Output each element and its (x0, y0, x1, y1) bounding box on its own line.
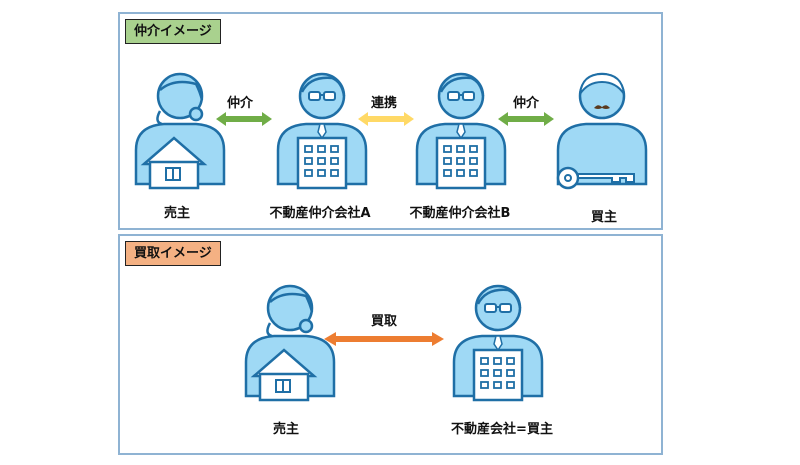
seller-figure-icon (134, 66, 226, 190)
green-double-arrow-icon (498, 112, 554, 126)
cooperation-arrow-label: 連携 (370, 96, 398, 111)
orange-double-arrow-icon (324, 332, 444, 346)
agency-a-label: 不動産仲介会社A (269, 206, 371, 221)
brokerage-arrow-right-label: 仲介 (512, 96, 540, 111)
buyer-label: 買主 (590, 210, 618, 225)
seller-figure-icon (244, 278, 336, 402)
brokerage-arrow-left-label: 仲介 (226, 96, 254, 111)
green-double-arrow-icon (216, 112, 272, 126)
buyer-figure-icon (556, 66, 648, 190)
purchase-arrow-label: 買取 (370, 314, 398, 329)
purchase-panel: 買取イメージ 売主 買取 不動産会社=買主 (118, 234, 663, 455)
seller-label: 売主 (272, 422, 300, 437)
brokerage-title: 仲介イメージ (125, 19, 221, 44)
purchase-title: 買取イメージ (125, 241, 221, 266)
seller-label: 売主 (163, 206, 191, 221)
yellow-double-arrow-icon (358, 112, 414, 126)
company-buyer-label: 不動産会社=買主 (451, 422, 553, 437)
agency-a-figure-icon (276, 66, 368, 190)
brokerage-panel: 仲介イメージ 売主 仲介 不動産仲介会社A 連携 不動産仲介会社B 仲介 買主 (118, 12, 663, 230)
agency-b-label: 不動産仲介会社B (409, 206, 511, 221)
agency-b-figure-icon (415, 66, 507, 190)
company-figure-icon (452, 278, 544, 402)
